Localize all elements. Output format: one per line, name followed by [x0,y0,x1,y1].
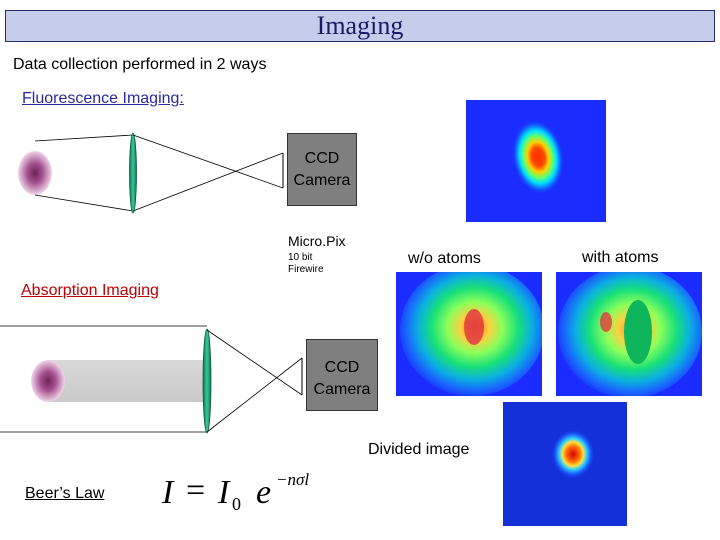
beers-law-label: Beer’s Law [25,485,105,502]
title-bar [5,10,715,42]
label-divided-image: Divided image [368,441,470,458]
ccd-camera-fluorescence: CCD Camera [287,133,357,206]
formula-lhs: I [162,474,174,511]
image-with-atoms [556,272,702,396]
subtitle: Data collection performed in 2 ways [13,56,267,73]
formula-equals: = [186,472,206,509]
camera-label-line2: Camera [313,381,371,398]
beers-law-formula: I = I 0 e −nσl [160,470,340,522]
fluorescence-image [466,100,606,222]
image-divided [503,402,627,526]
absorption-setup [0,325,303,434]
fluorescence-label: Fluorescence Imaging: [22,90,184,107]
atom-cloud-absorption [31,360,65,402]
label-without-atoms: w/o atoms [408,250,481,267]
ccd-camera-absorption: CCD Camera [306,339,378,411]
label-with-atoms: with atoms [582,249,659,266]
atom-cloud-fluorescence [18,151,52,195]
formula-e: e [256,474,272,511]
camera-spec-line2: Firewire [288,264,324,275]
camera-model: Micro.Pix [288,233,346,249]
lens-absorption [202,328,212,434]
formula-i0: I [218,474,230,511]
absorption-label: Absorption Imaging [21,282,159,299]
camera-label-line2: Camera [293,172,351,189]
probe-beam [47,360,207,402]
camera-spec: 10 bit Firewire [288,252,324,276]
formula-subscript: 0 [232,494,241,514]
formula-exponent: −nσl [276,470,310,489]
fluorescence-setup [18,132,284,214]
page-title: Imaging [316,11,404,40]
image-without-atoms [396,272,542,396]
lens-fluorescence [129,132,137,214]
camera-spec-line1: 10 bit [288,252,313,263]
camera-label-line1: CCD [304,150,340,167]
camera-label-line1: CCD [324,359,360,376]
